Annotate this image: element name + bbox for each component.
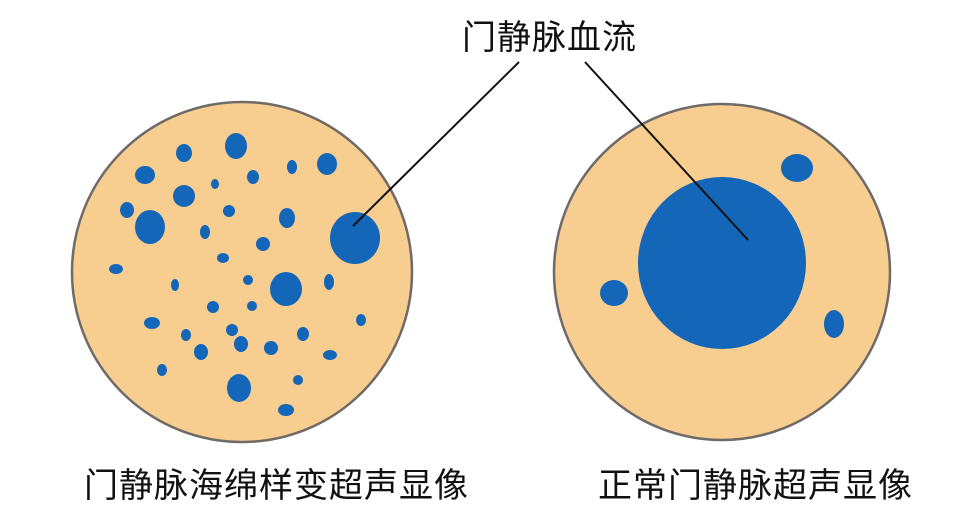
vessel-spot [227,374,251,402]
vessel-spot [323,350,337,360]
vessel-spot [297,327,309,341]
vessels [600,154,844,349]
vessel-spot [120,202,134,218]
vessel-spot [279,208,295,228]
callout-pointers [352,61,749,241]
vessel-spot [247,301,257,311]
vessel-spot [287,160,297,174]
collateral-vessels [109,133,380,416]
vessel-spot [225,133,247,159]
vessel-spot [200,225,210,239]
vessel-spot [234,336,248,352]
vessel-spot [317,153,337,175]
vessel-spot [278,404,294,416]
vessel-spot [194,344,208,360]
vessel-spot [270,272,302,306]
vessel-spot [781,154,813,182]
vessel-spot [247,170,259,184]
vessel-spot [293,375,303,385]
vessel-spot [223,205,235,217]
pointer-line-right [584,61,749,241]
vessel-spot [824,310,844,338]
vessel-spot [226,324,238,336]
vessel-spot [356,314,366,326]
vessel-spot [256,237,270,251]
cavernous-transformation-panel [70,100,414,444]
vessel-spot [173,185,195,207]
vessel-spot [109,264,123,274]
vessel-spot [207,301,219,313]
vessel-spot [171,279,179,291]
vessel-spot [243,275,253,285]
vessel-spot [264,341,278,355]
vessel-spot [181,329,191,341]
vessel-spot [217,253,229,263]
main-portal-vein [638,177,806,349]
pointer-line-left [352,61,520,227]
vessel-spot [157,364,167,376]
vessel-spot [211,179,219,189]
vessel-spot [176,144,192,162]
normal-portal-vein-caption: 正常门静脉超声显像 [598,466,913,506]
vessel-spot [600,280,628,306]
vessel-spot [324,274,334,290]
portal-flow-callout-label: 门静脉血流 [462,18,637,58]
normal-portal-vein-panel [552,102,892,442]
cavernous-transformation-caption: 门静脉海绵样变超声显像 [84,466,469,506]
vessel-spot [330,212,380,264]
vessel-spot [135,166,155,184]
vessel-spot [135,210,165,244]
vessel-spot [144,317,160,329]
